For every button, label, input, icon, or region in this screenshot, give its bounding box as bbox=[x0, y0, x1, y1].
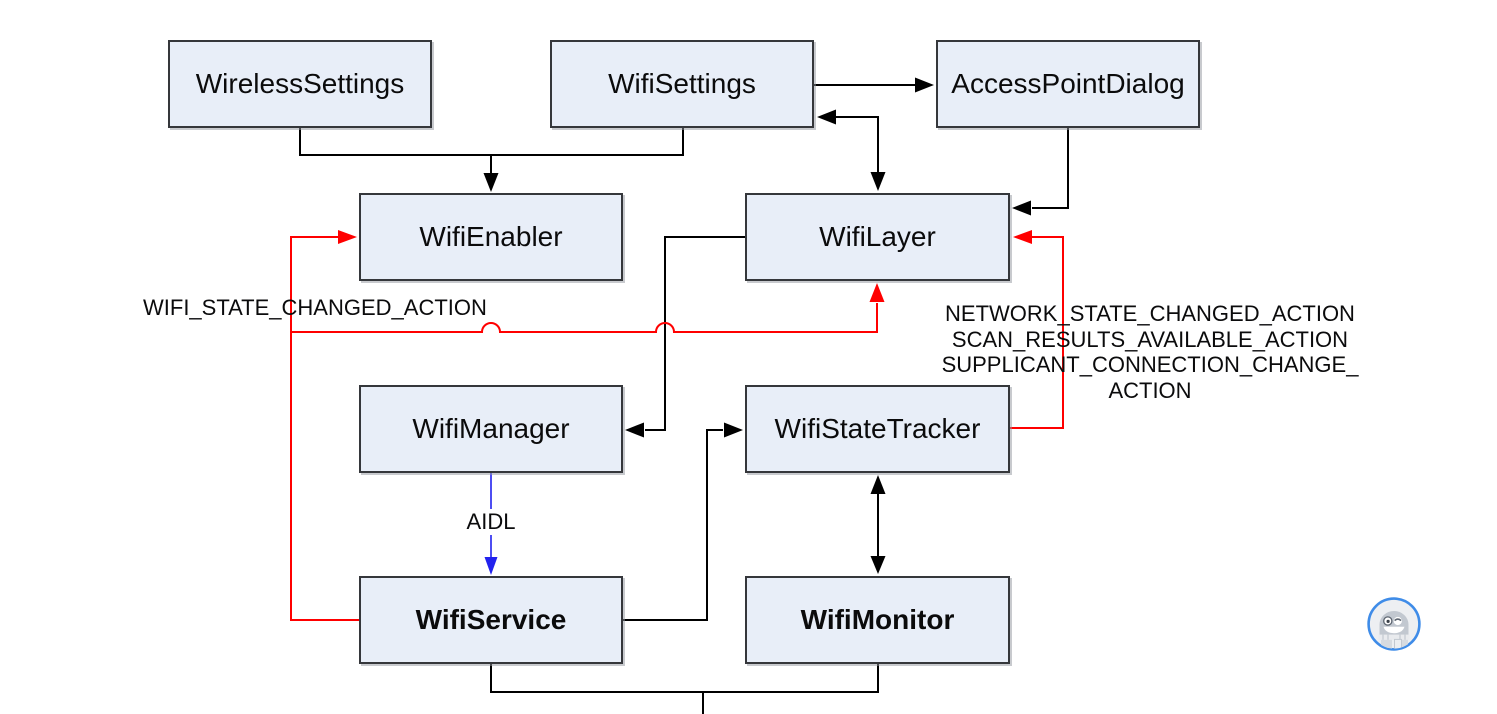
edge-wifistatetracker-wifimonitor-bidirectional bbox=[870, 475, 886, 574]
edge-wirelesssettings-wifisettings-bar bbox=[299, 128, 684, 192]
arrowhead-into-wifisettings-right bbox=[817, 109, 836, 125]
node-wifi-enabler: WifiEnabler bbox=[359, 193, 623, 281]
label-supplicant-connection-change: SUPPLICANT_CONNECTION_CHANGE_ bbox=[941, 352, 1359, 377]
arrowhead-into-wifienabler-top bbox=[483, 173, 499, 192]
node-wifi-monitor: WifiMonitor bbox=[745, 576, 1010, 664]
arrowhead-into-wifimanager-right bbox=[625, 422, 644, 438]
edge-wifiservice-wifilayer-red bbox=[291, 283, 885, 333]
edge-wifisettings-accesspointdialog bbox=[814, 77, 934, 93]
node-label-wifi-settings: WifiSettings bbox=[608, 68, 756, 99]
arrowhead-into-wifilayer-right-red bbox=[1013, 230, 1032, 244]
node-wireless-settings: WirelessSettings bbox=[168, 40, 432, 128]
edge-wifiservice-wifienabler-red bbox=[290, 230, 359, 621]
edge-wifiservice-wifistatetracker bbox=[623, 422, 743, 621]
arrowhead-into-accesspointdialog-left bbox=[915, 77, 934, 93]
node-label-access-point-dialog: AccessPointDialog bbox=[951, 68, 1185, 99]
label-aidl-wrap: AIDL bbox=[441, 509, 541, 535]
node-label-wifi-state-tracker: WifiStateTracker bbox=[774, 413, 981, 444]
node-wifi-state-tracker: WifiStateTracker bbox=[745, 385, 1010, 473]
bot-avatar-icon bbox=[1367, 597, 1421, 651]
arrowhead-into-wifistatetracker-left bbox=[724, 422, 743, 438]
node-label-wifi-manager: WifiManager bbox=[412, 413, 570, 444]
label-wifi-state-changed-action: WIFI_STATE_CHANGED_ACTION bbox=[143, 295, 487, 320]
arrowhead-into-wifilayer-bottom-red bbox=[869, 283, 885, 302]
arrowhead-into-wifilayer-right-black bbox=[1012, 200, 1031, 216]
arrowhead-into-wifistatetracker-bottom bbox=[870, 475, 886, 494]
node-label-wifi-enabler: WifiEnabler bbox=[419, 221, 563, 252]
node-wifi-layer: WifiLayer bbox=[745, 193, 1010, 281]
label-action-suffix: ACTION bbox=[1108, 377, 1192, 403]
node-label-wifi-service: WifiService bbox=[415, 604, 567, 635]
node-wifi-settings: WifiSettings bbox=[550, 40, 814, 128]
node-label-wireless-settings: WirelessSettings bbox=[195, 68, 405, 99]
node-access-point-dialog: AccessPointDialog bbox=[936, 40, 1200, 128]
node-wifi-manager: WifiManager bbox=[359, 385, 623, 473]
edge-wifilayer-wifimanager bbox=[625, 236, 745, 438]
arrowhead-into-wifiservice-top-blue bbox=[484, 557, 498, 575]
label-broadcast-actions: NETWORK_STATE_CHANGED_ACTION SCAN_RESULT… bbox=[935, 301, 1365, 403]
edge-wifistatetracker-wifilayer-red bbox=[1010, 230, 1064, 429]
label-network-state-changed-action: NETWORK_STATE_CHANGED_ACTION bbox=[945, 301, 1355, 326]
arrowhead-into-wifilayer-top bbox=[870, 172, 886, 191]
label-scan-results-available-action: SCAN_RESULTS_AVAILABLE_ACTION bbox=[951, 326, 1349, 352]
label-aidl: AIDL bbox=[463, 509, 519, 535]
edge-wifilayer-wifisettings-bidirectional bbox=[817, 109, 886, 191]
edge-wifiservice-wifimonitor-bottom-bar bbox=[490, 664, 879, 714]
node-label-wifi-monitor: WifiMonitor bbox=[800, 604, 955, 635]
edge-accesspointdialog-wifilayer bbox=[1012, 128, 1069, 216]
arrowhead-into-wifimonitor-top bbox=[870, 556, 886, 574]
arrowhead-into-wifienabler-left-red bbox=[338, 230, 357, 244]
node-label-wifi-layer: WifiLayer bbox=[819, 221, 936, 252]
bot-avatar-button[interactable] bbox=[1366, 596, 1422, 652]
node-wifi-service: WifiService bbox=[359, 576, 623, 664]
